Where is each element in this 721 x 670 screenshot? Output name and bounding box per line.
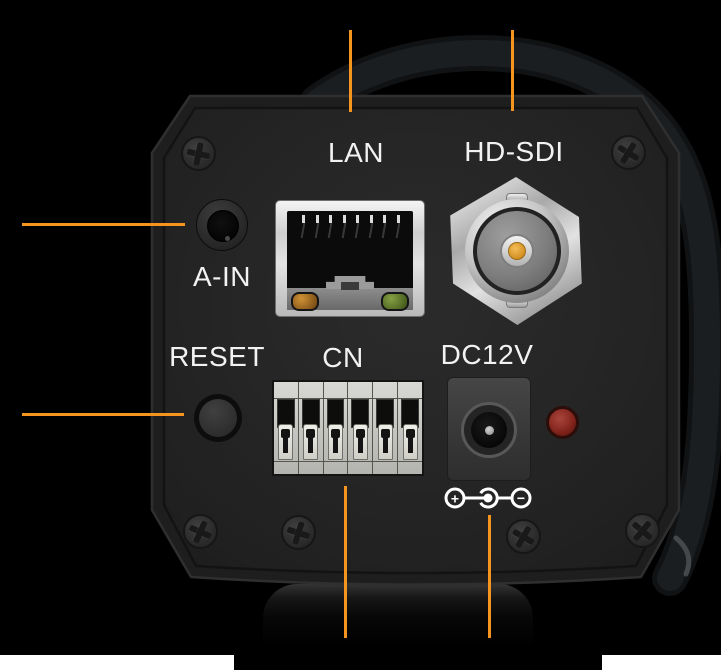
floor-right — [602, 655, 721, 670]
rj45-notch — [341, 282, 359, 290]
lan-rj45-port — [275, 200, 425, 317]
screw-icon — [625, 513, 660, 548]
lan-led-green — [381, 292, 409, 311]
callout-line-dc12v — [488, 515, 491, 638]
dc-power-jack — [447, 377, 531, 481]
callout-line-a-in — [22, 223, 185, 226]
screw-icon — [281, 515, 316, 550]
reset-button-cap — [199, 399, 237, 437]
terminal-lever-icon — [303, 424, 319, 460]
hd-sdi-bnc-connector — [446, 177, 586, 325]
terminal-position — [274, 382, 299, 474]
screw-icon — [506, 519, 541, 554]
dc-jack-pin — [485, 426, 494, 435]
rj45-cavity — [287, 211, 413, 311]
terminal-position — [299, 382, 324, 474]
terminal-lever-icon — [328, 424, 344, 460]
callout-line-hd-sdi — [511, 30, 514, 111]
polarity-symbol-icon: + − — [444, 487, 532, 509]
center-pin-dot — [483, 493, 493, 503]
cn-label: CN — [322, 342, 364, 373]
minus-symbol: − — [517, 490, 525, 506]
screw-icon — [183, 514, 218, 549]
lan-led-amber — [291, 292, 319, 311]
screw-icon — [611, 135, 646, 170]
plus-symbol: + — [451, 491, 459, 507]
terminal-position — [324, 382, 349, 474]
callout-line-reset — [22, 413, 184, 416]
terminal-position — [398, 382, 422, 474]
lan-label: LAN — [328, 137, 384, 168]
terminal-position — [373, 382, 399, 474]
audio-in-jack-hole — [207, 210, 239, 242]
terminal-lever-icon — [352, 424, 368, 460]
dc12v-label: DC12V — [440, 339, 534, 370]
callout-line-lan — [349, 30, 352, 112]
a-in-label: A-IN — [193, 261, 251, 292]
terminal-lever-icon — [278, 424, 294, 460]
hd-sdi-label: HD-SDI — [464, 136, 564, 167]
terminal-position — [348, 382, 374, 474]
callout-line-cn — [344, 486, 347, 638]
jack-highlight — [225, 236, 230, 241]
cn-terminal-block — [272, 380, 424, 476]
terminal-lever-icon — [377, 424, 393, 460]
reset-button — [194, 394, 242, 442]
floor-left — [0, 655, 234, 670]
screw-icon — [181, 136, 216, 171]
bnc-center-pin — [508, 242, 526, 260]
audio-in-jack — [196, 199, 248, 251]
power-led-red — [546, 406, 579, 439]
reset-label: RESET — [169, 341, 265, 372]
terminal-lever-icon — [402, 424, 418, 460]
